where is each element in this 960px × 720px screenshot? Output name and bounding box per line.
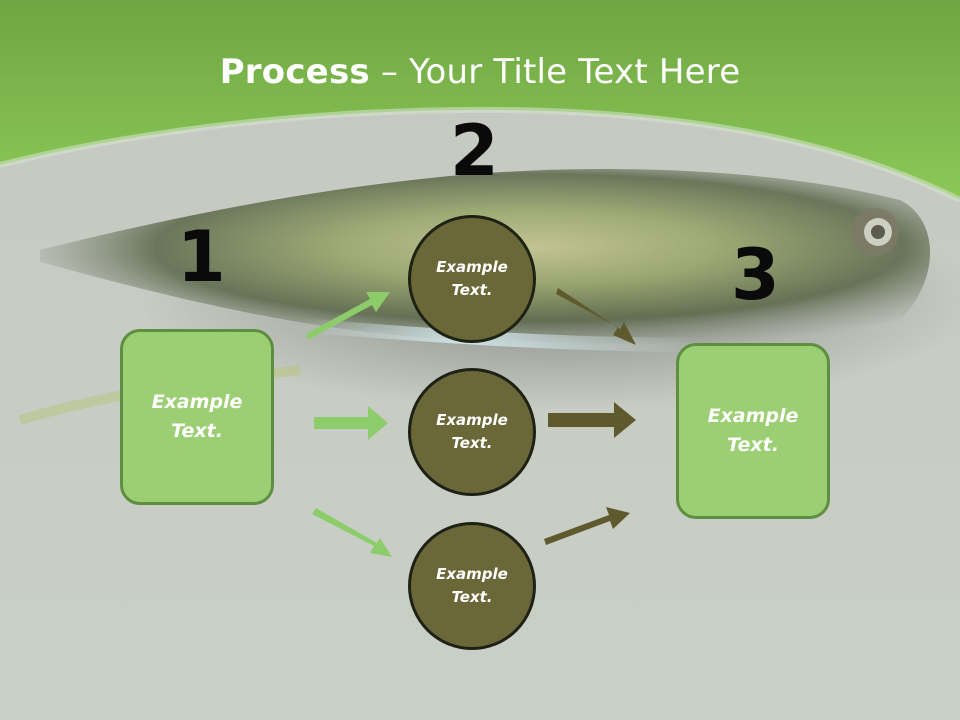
- circle-3-line-2: Text.: [451, 588, 493, 606]
- arrow-to-circle-1: [306, 292, 390, 340]
- circle-2-text: Example Text.: [436, 409, 508, 455]
- step-number-2: 2: [450, 110, 499, 192]
- right-box-line-2: Text.: [727, 434, 779, 456]
- left-text-box: Example Text.: [120, 329, 274, 505]
- right-text-box: Example Text.: [676, 343, 830, 519]
- slide-title: Process – Your Title Text Here: [0, 52, 960, 92]
- circle-2-line-2: Text.: [451, 434, 493, 452]
- step-number-3: 3: [731, 234, 780, 316]
- circle-2: Example Text.: [408, 368, 536, 496]
- circle-1-text: Example Text.: [436, 256, 508, 302]
- step-number-1: 1: [177, 216, 226, 298]
- left-box-line-1: Example: [151, 391, 243, 413]
- circle-3-line-1: Example: [436, 565, 508, 583]
- arrow-from-circle-1: [556, 288, 636, 345]
- circle-1: Example Text.: [408, 215, 536, 343]
- circle-2-line-1: Example: [436, 411, 508, 429]
- arrow-to-circle-2: [314, 406, 388, 440]
- title-bold: Process: [219, 52, 370, 92]
- left-box-text: Example Text.: [152, 388, 243, 446]
- left-box-line-2: Text.: [171, 420, 223, 442]
- circle-1-line-2: Text.: [451, 281, 493, 299]
- right-box-text: Example Text.: [708, 402, 799, 460]
- circle-3: Example Text.: [408, 522, 536, 650]
- arrow-to-circle-3: [312, 508, 392, 557]
- arrow-from-circle-3: [544, 507, 630, 545]
- circle-3-text: Example Text.: [436, 563, 508, 609]
- circle-1-line-1: Example: [436, 258, 508, 276]
- title-rest: – Your Title Text Here: [369, 52, 741, 92]
- right-box-line-1: Example: [707, 405, 799, 427]
- arrow-from-circle-2: [548, 402, 636, 438]
